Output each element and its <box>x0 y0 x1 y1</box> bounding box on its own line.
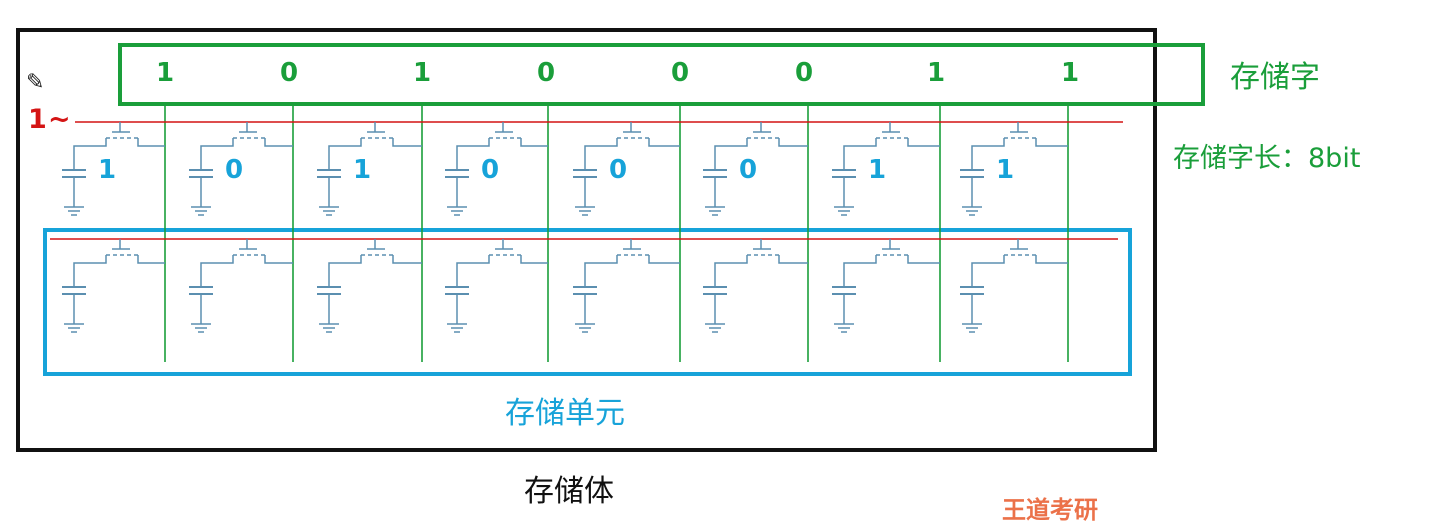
memory-cell <box>832 239 940 333</box>
memory-cell <box>832 122 940 216</box>
cell-stored-bit: 0 <box>225 155 244 185</box>
cell-stored-bit: 1 <box>868 155 887 185</box>
cell-stored-bit: 0 <box>739 155 758 185</box>
storage-word-label: 存储字 <box>1230 60 1320 95</box>
memory-diagram <box>16 28 1205 452</box>
memory-cell <box>960 122 1068 216</box>
memory-cell <box>703 239 808 333</box>
stored-word-bit: 0 <box>536 58 556 88</box>
stored-word-bit: 0 <box>670 58 690 88</box>
memory-cell <box>445 122 548 216</box>
memory-cell <box>703 122 808 216</box>
memory-cell <box>62 122 165 216</box>
watermark-text: 王道考研 <box>1002 496 1098 524</box>
cell-stored-bit: 0 <box>481 155 500 185</box>
stored-word-bit: 0 <box>279 58 299 88</box>
pencil-icon[interactable]: ✎ <box>26 70 45 95</box>
memory-cell <box>317 122 422 216</box>
cell-stored-bit: 1 <box>353 155 372 185</box>
memory-cell <box>573 122 680 216</box>
memory-cell <box>960 239 1068 333</box>
cell-stored-bit: 1 <box>996 155 1015 185</box>
storage-body-label: 存储体 <box>524 474 614 509</box>
stored-word-bit: 0 <box>794 58 814 88</box>
word-select-tilde: ~ <box>48 104 71 135</box>
memory-cell <box>189 239 293 333</box>
stored-word-bit: 1 <box>1060 58 1080 88</box>
storage-cell-box <box>43 228 1132 376</box>
memory-cell <box>317 239 422 333</box>
memory-cell <box>62 239 165 333</box>
memory-cell <box>573 239 680 333</box>
memory-cell <box>445 239 548 333</box>
storage-word-box <box>118 43 1205 106</box>
stored-word-bit: 1 <box>155 58 175 88</box>
cell-stored-bit: 0 <box>609 155 628 185</box>
word-length-label: 存储字长：8bit <box>1173 143 1361 174</box>
stored-word-bit: 1 <box>926 58 946 88</box>
memory-cell <box>189 122 293 216</box>
stored-word-bit: 1 <box>412 58 432 88</box>
cell-stored-bit: 1 <box>98 155 117 185</box>
word-select-value: 1 <box>28 104 47 135</box>
storage-body-frame <box>16 28 1157 452</box>
storage-cell-label: 存储单元 <box>505 396 625 431</box>
